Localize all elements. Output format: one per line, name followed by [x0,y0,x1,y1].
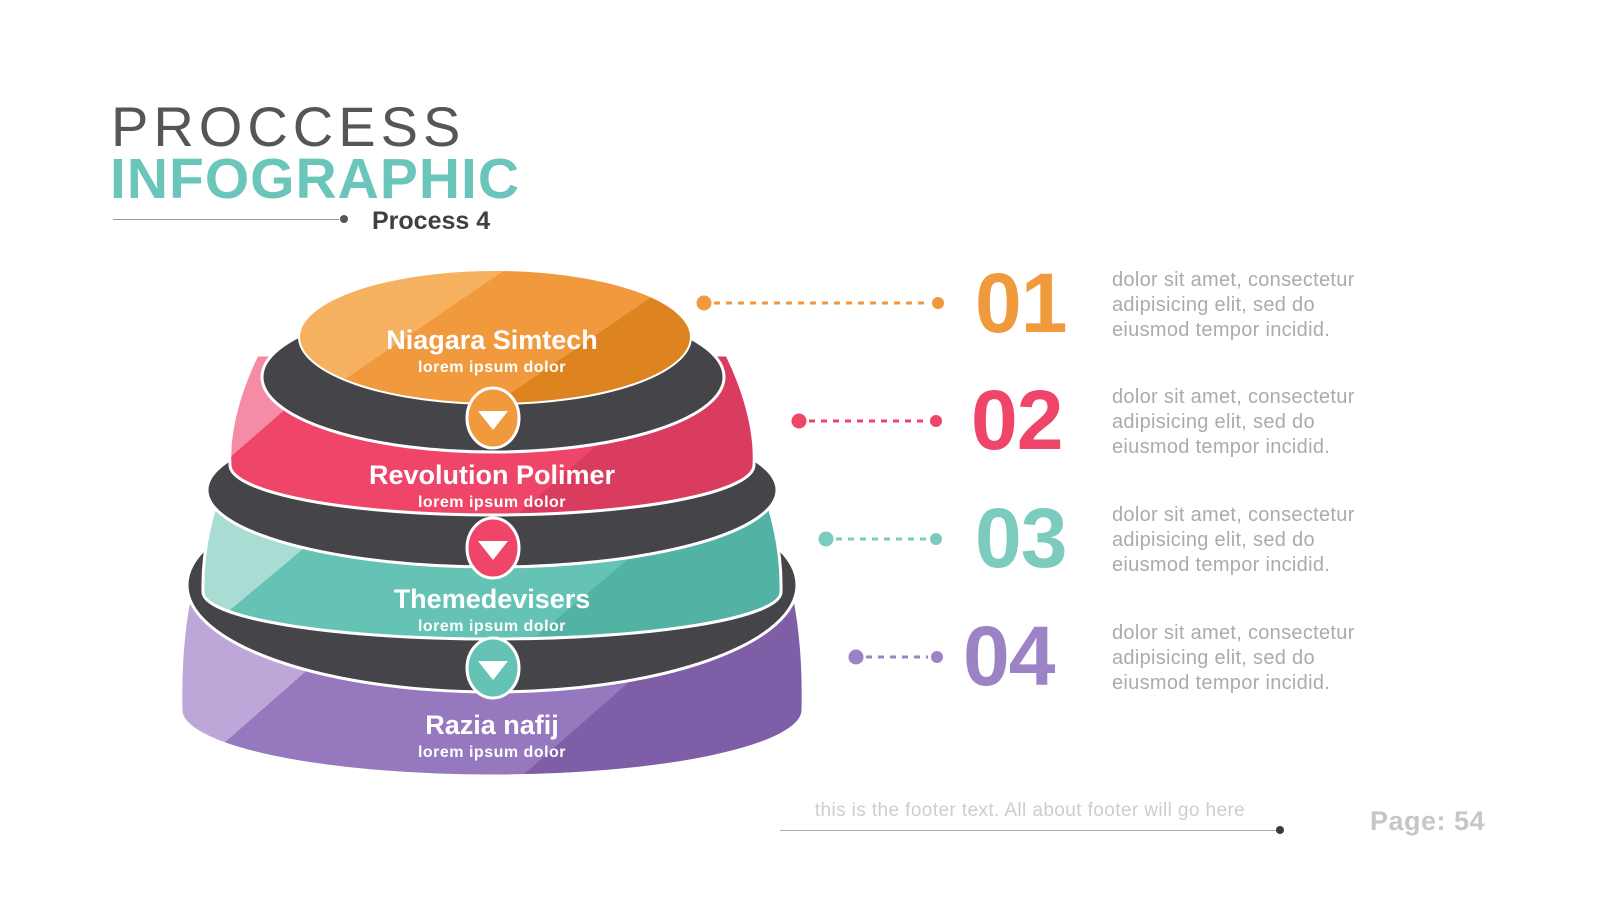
step-number-3: 03 [975,491,1067,585]
connector-2 [791,413,942,429]
layer-label-2: Revolution Polimer lorem ipsum dolor [282,462,702,511]
subtitle-rule [113,219,339,220]
connector-3 [818,531,942,547]
arrow-circle-1 [465,386,521,450]
layer-name: Themedevisers [393,584,591,614]
step-text-1: dolor sit amet, consectetur adipisicing … [1112,268,1412,343]
step-text-line: dolor sit amet, consectetur [1112,622,1355,644]
footer-rule [780,830,1280,831]
step-text-line: adipisicing elit, sed do [1112,529,1315,551]
step-text-line: adipisicing elit, sed do [1112,647,1315,669]
layer-label-1: Niagara Simtech lorem ipsum dolor [282,327,702,376]
layer-caption: lorem ipsum dolor [417,618,567,635]
arrow-circle-3 [465,636,521,700]
layer-name: Revolution Polimer [368,460,616,490]
arrow-circle-2 [465,516,521,580]
step-number-2: 02 [971,373,1063,467]
subtitle: Process 4 [372,207,491,235]
step-text-line: dolor sit amet, consectetur [1112,386,1355,408]
step-number-1: 01 [975,256,1067,350]
step-text-line: dolor sit amet, consectetur [1112,269,1355,291]
down-arrow-icon [478,411,508,430]
step-number-4: 04 [963,609,1055,703]
step-text-line: eiusmod tempor incidid. [1112,672,1331,694]
layer-label-3: Themedevisers lorem ipsum dolor [282,586,702,635]
page-title-line1: PROCCESS [111,95,466,158]
layer-name: Niagara Simtech [386,325,598,355]
down-arrow-icon [478,541,508,560]
layer-label-4: Razia nafij lorem ipsum dolor [282,712,702,761]
step-text-line: eiusmod tempor incidid. [1112,436,1331,458]
footer-text: this is the footer text. All about foote… [814,800,1246,821]
step-text-line: eiusmod tempor incidid. [1112,554,1331,576]
layer-caption: lorem ipsum dolor [417,494,567,511]
connector-4 [848,649,943,665]
down-arrow-icon [478,661,508,680]
page-title-line2: INFOGRAPHIC [110,147,520,211]
subtitle-dot [340,215,348,223]
step-text-line: eiusmod tempor incidid. [1112,319,1331,341]
footer-dot [1276,826,1284,834]
layer-name: Razia nafij [425,710,559,740]
step-text-line: adipisicing elit, sed do [1112,411,1315,433]
layer-caption: lorem ipsum dolor [417,744,567,761]
page-number: Page: 54 [1370,806,1486,836]
step-text-line: dolor sit amet, consectetur [1112,504,1355,526]
step-text-2: dolor sit amet, consectetur adipisicing … [1112,385,1412,460]
step-text-4: dolor sit amet, consectetur adipisicing … [1112,621,1412,696]
step-text-3: dolor sit amet, consectetur adipisicing … [1112,503,1412,578]
layer-caption: lorem ipsum dolor [417,359,567,376]
step-text-line: adipisicing elit, sed do [1112,294,1315,316]
connector-1 [696,295,944,311]
